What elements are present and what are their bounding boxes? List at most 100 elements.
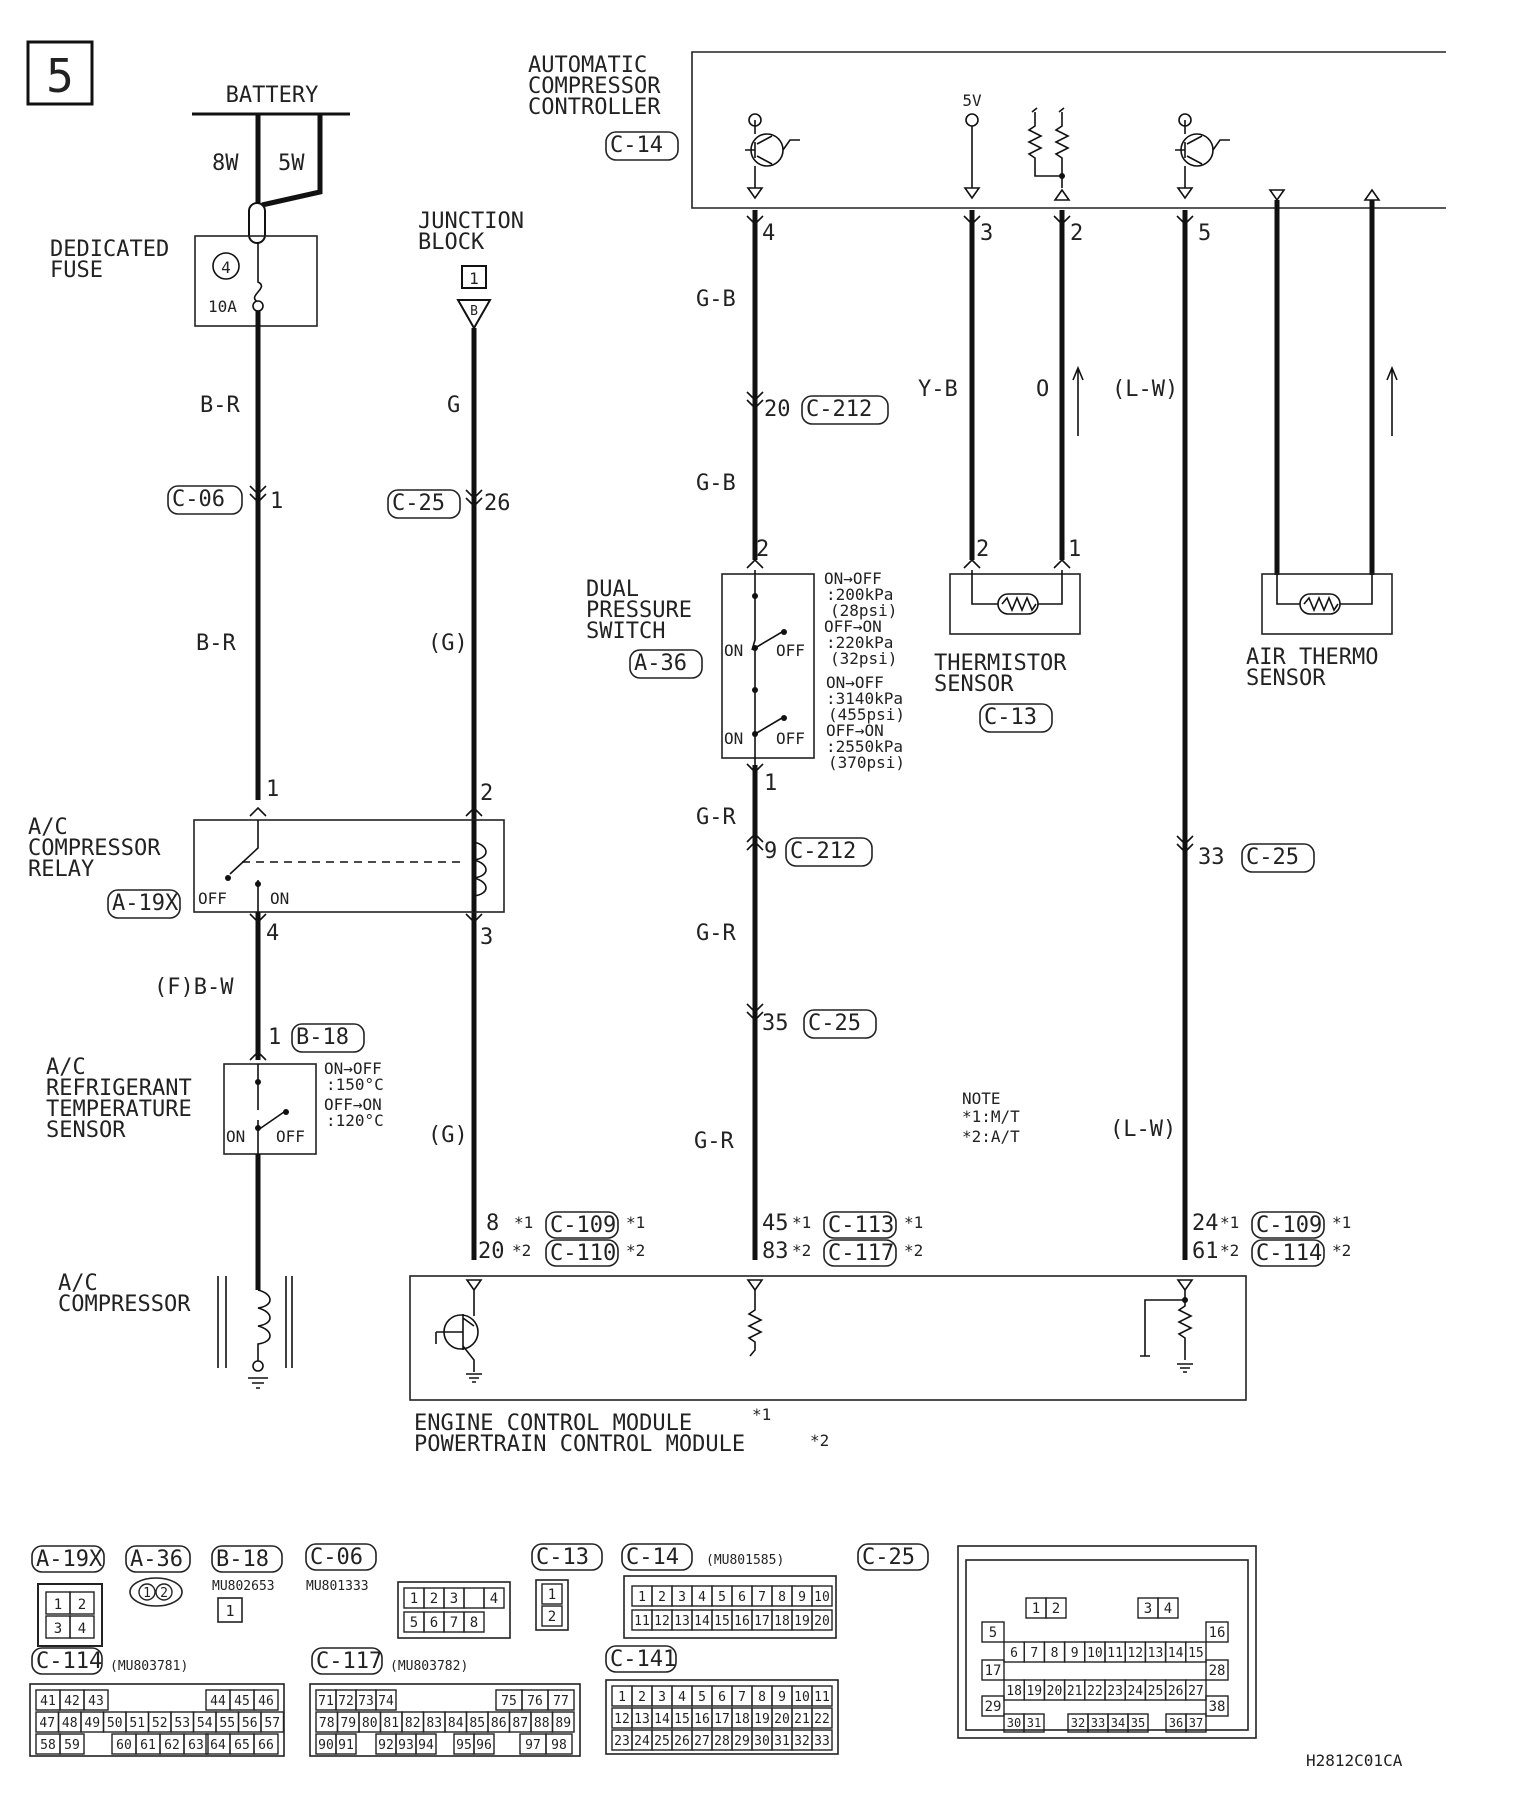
legend-c-25-r7b-pin: 35 [1131,1716,1145,1730]
acc-5v-lead [963,126,981,200]
legend-c-141-r2-pin: 18 [734,1712,750,1727]
legend-c-06-r2-pin: 6 [430,1615,438,1631]
relay-label-1: A/C [28,815,68,840]
pin-c-25-33: 33 [1198,845,1225,870]
legend-c-141-r1-pin: 6 [718,1690,726,1705]
diagram-code: H2812C01CA [1306,1751,1403,1770]
fuse-terminal [252,300,264,312]
legend-c-114-r3c-pin: 66 [258,1738,274,1753]
legend-c-13-r1-cell [541,1583,563,1605]
legend-c-117-r1-pin: 74 [378,1694,394,1709]
chevron-relay-bottom [249,913,483,924]
air-thermo-label-2: SENSOR [1246,666,1326,691]
legend-c-141-r3-cell [811,1729,833,1751]
legend-c-114-r2-pin: 50 [107,1716,123,1731]
legend-c-25-r6b-cell [1205,1695,1229,1717]
pin-c-212-9: 9 [764,839,777,864]
legend-c-14-r2-pin: 12 [654,1614,670,1629]
legend-c-141-r3-pin: 28 [714,1734,730,1749]
pin-relay-1: 1 [266,777,279,802]
legend-c-114-r2-pin: 52 [152,1716,168,1731]
legend-pn-c-117: (MU803782) [390,1659,468,1674]
dedicated-fuse-label-2: FUSE [50,258,103,283]
acc-transistor-1-arrow [746,187,764,200]
connector-c-113-tag [823,1211,897,1239]
legend-c-14-housing [623,1575,837,1639]
legend-c-117-r2-pin: 89 [555,1716,571,1731]
fuse-number-circle [212,252,240,280]
fuse-rating: 10A [208,297,237,316]
air-thermo-resistor [1299,593,1341,615]
chevron-relay-top [249,806,483,817]
legend-c-114-r3-cell [59,1733,85,1755]
legend-c-25-r1-cell [1045,1597,1067,1619]
legend-c-25-r4-cell [981,1659,1005,1681]
fuse-splice [248,202,266,244]
legend-c-117-r2-pin: 78 [319,1716,335,1731]
legend-c-117-r3-cell [335,1733,357,1755]
thermistor-element [971,570,1063,605]
ecm-label-1: ENGINE CONTROL MODULE [414,1411,692,1436]
acc-label-1: AUTOMATIC [528,53,647,78]
legend-c-141-r3-pin: 23 [614,1734,630,1749]
connector-a-36-tag [629,649,703,679]
legend-c-14-r1-pin: 1 [638,1590,646,1605]
pin-ecm-lw-1: 24 [1192,1211,1219,1236]
connector-b-18: B-18 [296,1025,349,1050]
dps-on-1: ON [724,641,743,660]
legend-c-25-r7-pin: 30 [1007,1716,1021,1730]
legend-c-114-r2-pin: 48 [62,1716,78,1731]
battery-label: BATTERY [226,83,319,108]
wire-b-r-label-2: B-R [196,631,236,656]
legend-c-114-r3c-cell [253,1733,279,1755]
dps-spec-8: :3140kPa [826,689,903,708]
dps-node-2 [752,645,758,651]
connector-c-109-b-tag [1251,1211,1325,1239]
wire-y-b-label: Y-B [918,377,958,402]
dps-node-3 [781,629,787,635]
connector-c-212-a-tag [801,395,889,425]
connector-c-212-b: C-212 [790,839,856,864]
dual-pressure-switch-spec: ON→OFF :200kPa (28psi) OFF→ON :220kPa (3… [824,569,905,772]
legend-c-141-tag [605,1645,677,1673]
legend-c-141-r3-pin: 31 [774,1734,790,1749]
legend-c-25-r3-pin: 7 [1030,1646,1038,1661]
legend-c-25-r6-cell [981,1695,1005,1717]
legend-c-14-r1-pin: 8 [778,1590,786,1605]
dps-spec-6: (32psi) [830,649,897,668]
legend-c-117-r2-pin: 83 [426,1716,442,1731]
legend-c-25-r7b-pin: 32 [1071,1716,1085,1730]
relay-contact-off [225,875,231,881]
legend-c-25-r7c-cell [1185,1713,1207,1733]
legend-c-25-r2-pin: 5 [989,1625,997,1641]
pin-c-06-1: 1 [270,489,283,514]
acc-5v-terminal [965,113,979,127]
legend-a-19x-tag [31,1545,105,1573]
legend-c-141-r2-pin: 16 [694,1712,710,1727]
legend-c-114-r1b-pin: 46 [258,1694,274,1709]
legend-c-117-r1b-pin: 76 [527,1694,543,1709]
legend-c-06-r2-pin: 8 [470,1615,478,1631]
legend-c-141-r2-pin: 20 [774,1712,790,1727]
legend-c-14-r1-pin: 4 [698,1590,706,1605]
ecm-input-arrows [465,1279,1194,1292]
relay-label-3: RELAY [28,857,94,882]
connector-a-19x-tag [107,889,181,919]
acc-transistor-1-leads [745,120,800,188]
dps-node-6 [781,715,787,721]
acc-connector-tag [605,131,679,161]
legend-c-141-r3-pin: 32 [794,1734,810,1749]
legend-c-25-r7b-pin: 33 [1091,1716,1105,1730]
chevron-dps-2 [746,558,764,569]
legend-c-114-r3b-pin: 63 [188,1738,204,1753]
pin-relay-4: 4 [266,921,279,946]
refrigerant-on: ON [226,1127,245,1146]
legend-c-25-r7c-pin: 36 [1169,1716,1183,1730]
legend-c-117-r3b-pin: 93 [398,1738,414,1753]
refrigerant-spec-1: ON→OFF [324,1059,382,1078]
dps-node-1 [752,593,758,599]
legend-c-114-r1-pin: 42 [64,1694,80,1709]
legend-c-141-r2-pin: 12 [614,1712,630,1727]
pin-therm-2: 2 [976,537,989,562]
